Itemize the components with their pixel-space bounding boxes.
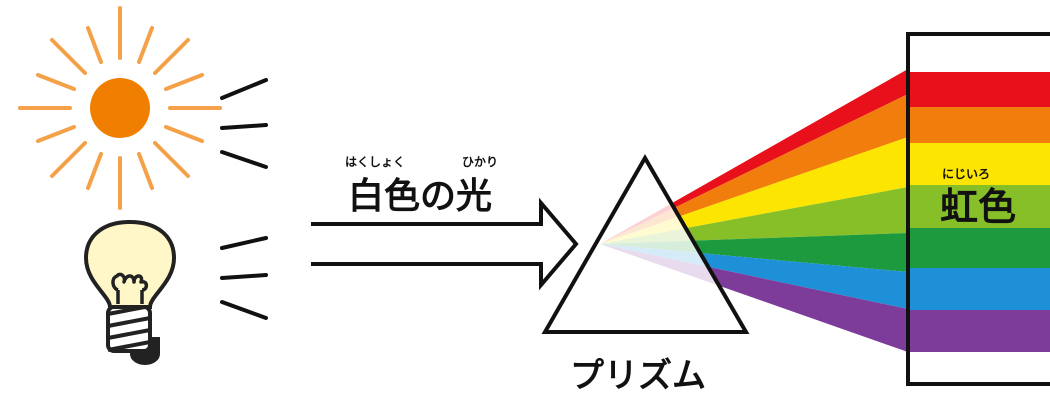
rainbow-text: 虹色	[940, 185, 1016, 229]
white-light-text: 白色の光	[348, 176, 492, 217]
sun-motion-lines	[220, 78, 268, 169]
prism-label: プリズム	[570, 356, 706, 395]
white-light-ruby-left: はくしょく	[345, 155, 405, 169]
prism-icon	[541, 154, 750, 334]
rainbow-ruby: にじいろ	[942, 167, 990, 181]
arrow-icon	[311, 197, 579, 291]
light-bulb-icon	[83, 219, 177, 365]
sun-icon	[18, 6, 222, 210]
white-light-ruby-right: ひかり	[462, 155, 498, 169]
rainbow-label: にじいろ 虹色	[940, 167, 1016, 229]
white-light-label: はくしょく ひかり 白色の光	[345, 155, 498, 217]
rainbow-screen	[906, 32, 1050, 386]
bulb-motion-lines	[220, 236, 268, 320]
